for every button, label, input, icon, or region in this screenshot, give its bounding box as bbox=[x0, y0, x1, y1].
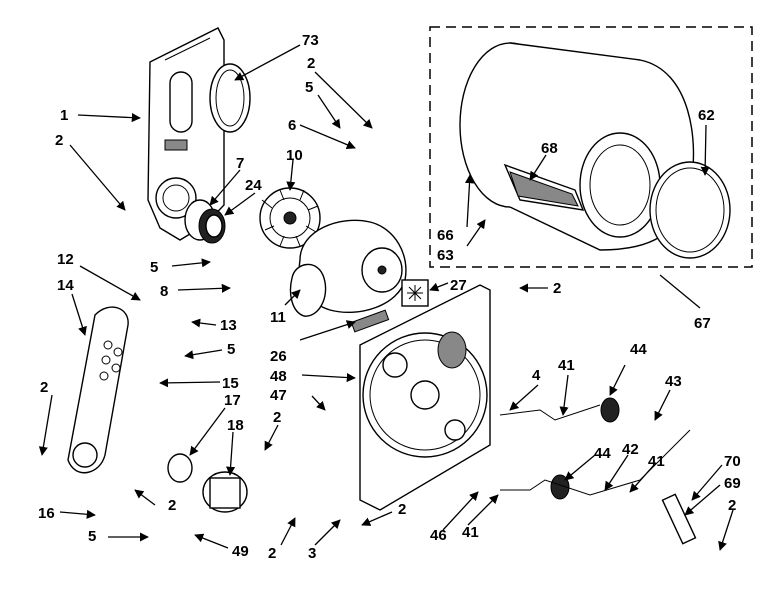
rear-panel-part bbox=[359, 284, 491, 511]
callout-69: 69 bbox=[724, 475, 741, 492]
callout-11: 11 bbox=[270, 309, 286, 326]
callout-7: 7 bbox=[236, 155, 244, 172]
callout-44: 44 bbox=[594, 445, 611, 462]
motor-part bbox=[202, 471, 248, 513]
drum-seal-part bbox=[649, 161, 731, 259]
callout-5: 5 bbox=[150, 259, 158, 276]
callout-49: 49 bbox=[232, 543, 249, 560]
callout-18: 18 bbox=[227, 417, 244, 434]
callout-73: 73 bbox=[302, 32, 319, 49]
callout-2: 2 bbox=[168, 497, 176, 514]
callout-16: 16 bbox=[38, 505, 55, 522]
callout-26: 26 bbox=[270, 348, 287, 365]
callout-68: 68 bbox=[541, 140, 558, 157]
callout-14: 14 bbox=[57, 277, 74, 294]
callout-2: 2 bbox=[553, 280, 561, 297]
leader-lines bbox=[38, 44, 734, 551]
bearing-part bbox=[184, 199, 226, 244]
seal-ring-part bbox=[209, 63, 251, 133]
callout-2: 2 bbox=[55, 132, 63, 149]
callout-12: 12 bbox=[57, 251, 74, 268]
callout-2: 2 bbox=[273, 409, 281, 426]
drum-assembly-box bbox=[429, 26, 753, 268]
callout-70: 70 bbox=[724, 453, 741, 470]
belt-part bbox=[661, 493, 697, 545]
callout-63: 63 bbox=[437, 247, 454, 264]
drum-part bbox=[459, 42, 695, 251]
idler-wheel-part bbox=[167, 453, 193, 483]
callout-5: 5 bbox=[88, 528, 96, 545]
callout-67: 67 bbox=[694, 315, 711, 332]
callout-13: 13 bbox=[220, 317, 237, 334]
callout-1: 1 bbox=[60, 107, 68, 124]
callout-4: 4 bbox=[532, 367, 541, 384]
callout-17: 17 bbox=[224, 392, 241, 409]
callout-66: 66 bbox=[437, 227, 454, 244]
callout-10: 10 bbox=[286, 147, 303, 164]
callout-2: 2 bbox=[398, 501, 406, 518]
callout-24: 24 bbox=[245, 177, 262, 194]
callout-41: 41 bbox=[648, 453, 665, 470]
front-bulkhead-part bbox=[147, 27, 225, 241]
callout-41: 41 bbox=[462, 524, 479, 541]
callout-47: 47 bbox=[270, 387, 287, 404]
callout-2: 2 bbox=[40, 379, 48, 396]
callout-43: 43 bbox=[665, 373, 682, 390]
callout-48: 48 bbox=[270, 368, 287, 385]
callout-44: 44 bbox=[630, 341, 647, 358]
callout-3: 3 bbox=[308, 545, 316, 562]
callout-2: 2 bbox=[728, 497, 736, 514]
callout-41: 41 bbox=[558, 357, 575, 374]
callout-46: 46 bbox=[430, 527, 447, 544]
callout-62: 62 bbox=[698, 107, 715, 124]
pulley-part-lower bbox=[550, 474, 570, 500]
callout-15: 15 bbox=[222, 375, 239, 392]
callout-8: 8 bbox=[160, 283, 168, 300]
callout-2: 2 bbox=[307, 55, 315, 72]
callout-5: 5 bbox=[227, 341, 235, 358]
duct-part bbox=[350, 309, 390, 333]
pulley-part bbox=[600, 397, 620, 423]
callout-5: 5 bbox=[305, 79, 313, 96]
callout-2: 2 bbox=[268, 545, 276, 562]
callout-27: 27 bbox=[450, 277, 467, 294]
motor-cover-part bbox=[67, 306, 129, 474]
callout-42: 42 bbox=[622, 441, 639, 458]
callout-6: 6 bbox=[288, 117, 296, 134]
blower-housing-part bbox=[289, 219, 407, 317]
